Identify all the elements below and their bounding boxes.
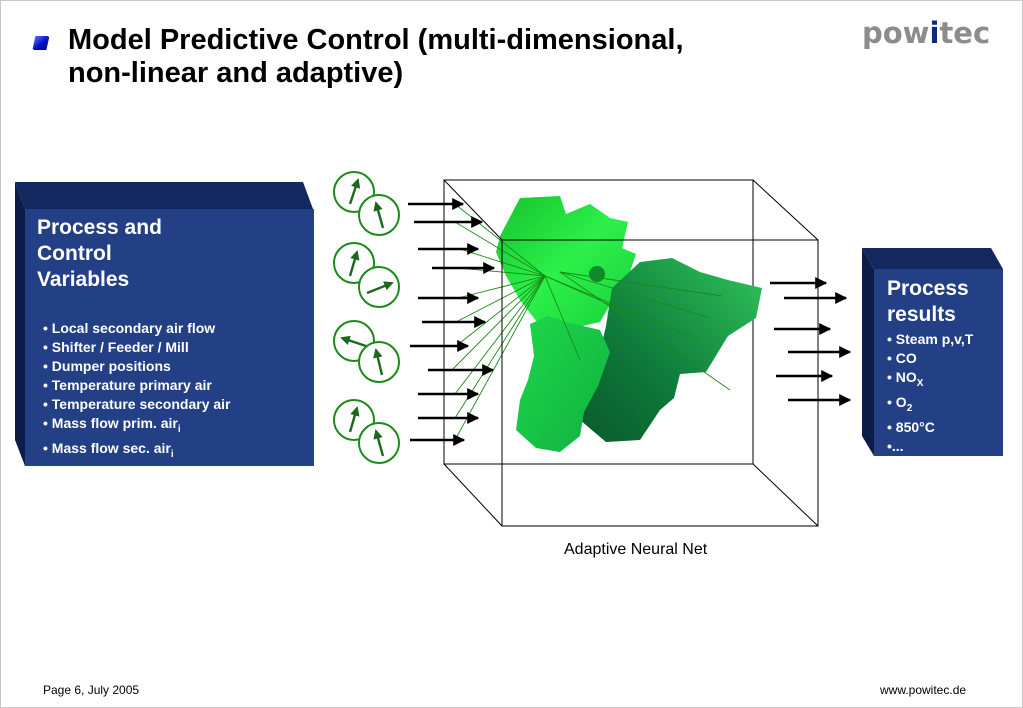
input-variable-list: • Local secondary air flow • Shifter / F… [43,319,307,472]
list-item: • Temperature primary air [43,377,212,393]
list-item: • Shifter / Feeder / Mill [43,339,189,355]
output-box-side [862,248,874,456]
blob-dark [580,258,762,442]
input-box-text: Process and Control Variables • Local se… [37,215,307,472]
conn-line [544,275,701,341]
cube-edge [752,179,819,241]
output-result-list: • Steam p,v,T • CO • NOX • O2 • 850°C •.… [887,330,999,456]
logo-accent: i [929,16,940,50]
input-heading-line-1: Process and [37,216,162,239]
cube-edge [752,463,819,527]
footer-website: www.powitec.de [880,683,967,697]
conn-line [454,221,546,277]
conn-line [559,271,723,297]
cube-front-edges [443,179,819,527]
gauge-icon [358,422,400,464]
list-item: • 850°C [887,418,935,435]
list-item: • Mass flow sec. airi [43,439,174,460]
logo-suffix: tec [939,16,991,50]
page-title: Model Predictive Control (multi-dimensio… [68,24,828,90]
neural-net-blobs [496,196,762,452]
list-item: • Steam p,v,T [887,331,974,347]
list-item: • Dumper positions [43,358,171,374]
diagram-caption: Adaptive Neural Net [564,541,708,558]
input-heading-line-2: Control [37,242,112,265]
gauge-icon [358,194,400,236]
conn-line [559,271,711,319]
list-item: • O2 [887,393,913,414]
output-heading-line-2: results [887,303,956,326]
list-item: • CO [887,350,917,366]
cube-edge [443,463,503,527]
list-item: •... [887,437,904,454]
input-arrows [408,198,496,446]
list-item: • NOX [887,369,924,389]
blob-mid [516,316,610,452]
gauge-icon [358,266,400,308]
output-box-front [874,269,1003,456]
conn-line [559,271,731,391]
output-box-heading: Process results [887,276,999,328]
blob-node [589,266,605,282]
output-box-top [862,248,1003,269]
gauge-icon [358,341,400,383]
conn-line [454,275,546,395]
title-line-1: Model Predictive Control (multi-dimensio… [68,24,684,56]
powitec-logo: powitec [862,16,990,50]
input-box-side [15,182,25,466]
cube-edge [443,179,503,241]
list-item: • Temperature secondary air [43,396,231,412]
conn-line [455,275,546,323]
conn-line [455,275,546,347]
title-line-2: non-linear and adaptive) [68,57,404,89]
cube-front-face [501,239,819,527]
conn-line [454,203,546,277]
input-box-top [15,182,313,209]
output-box-text: Process results • Steam p,v,T • CO • NOX… [887,276,999,456]
input-box-heading: Process and Control Variables [37,215,307,293]
output-box [862,248,1003,456]
list-item: •… [43,463,62,472]
input-heading-line-3: Variables [37,268,130,291]
footer-page-info: Page 6, July 2005 [43,683,140,697]
list-item: • Mass flow prim. airi [43,415,181,435]
logo-prefix: pow [862,16,930,50]
conn-line [451,275,546,371]
output-heading-line-1: Process [887,277,969,300]
input-box-front [25,209,314,466]
input-box [15,182,314,466]
conn-line [544,275,581,361]
output-arrows [770,277,852,406]
list-item: • Local secondary air flow [43,320,216,336]
gauge-icons [333,171,400,464]
